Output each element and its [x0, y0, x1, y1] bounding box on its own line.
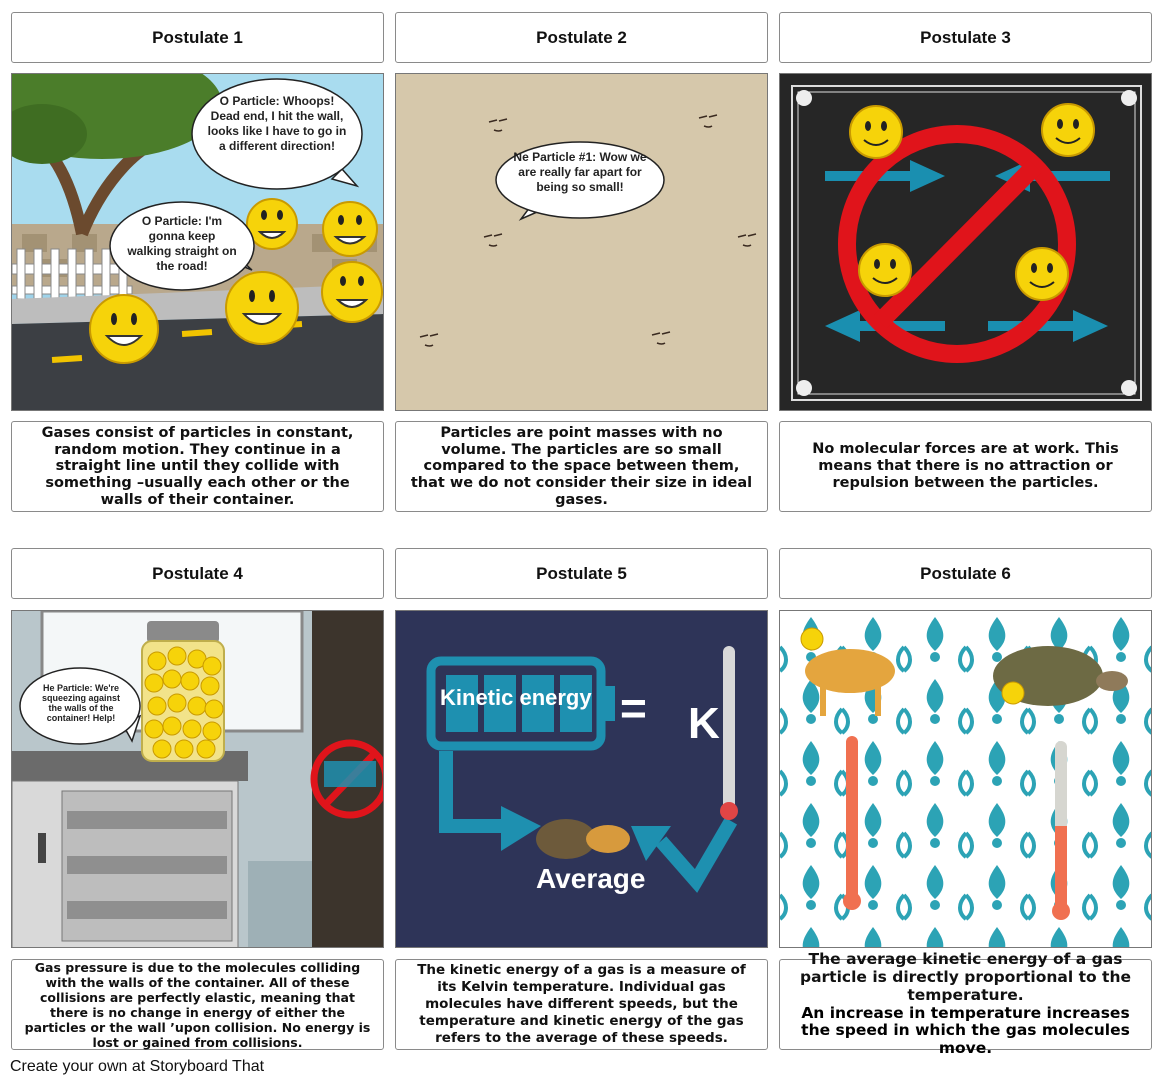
panel2-title: Postulate 2: [395, 12, 768, 63]
panel4-title: Postulate 4: [11, 548, 384, 599]
panel1-bubble1: O Particle: Whoops! Dead end, I hit the …: [207, 94, 347, 153]
equals-label: =: [620, 682, 647, 734]
panel4-scene: He Particle: We're squeezing against the…: [11, 610, 384, 948]
panel5-caption: The kinetic energy of a gas is a measure…: [395, 959, 768, 1050]
street-scene-illustration: [12, 74, 383, 410]
panel2-caption-text: Particles are point masses with no volum…: [410, 424, 753, 508]
panel1-bubble2: O Particle: I'm gonna keep walking strai…: [127, 214, 237, 273]
panel4-bubble1: He Particle: We're squeezing against the…: [41, 683, 121, 723]
no-forces-illustration: [791, 85, 1142, 401]
panel3-title: Postulate 3: [779, 12, 1152, 63]
panel3-caption: No molecular forces are at work. This me…: [779, 421, 1152, 512]
panel2-caption: Particles are point masses with no volum…: [395, 421, 768, 512]
panel3-caption-text: No molecular forces are at work. This me…: [812, 441, 1119, 491]
panel6-scene: [779, 610, 1152, 948]
kinetic-energy-illustration: [426, 646, 738, 893]
panel6-title-text: Postulate 6: [920, 563, 1011, 583]
panel1-caption: Gases consist of particles in constant, …: [11, 421, 384, 512]
smiley-group: [89, 198, 383, 364]
jar-illustration: [12, 611, 383, 947]
particle-faces-illustration: [419, 114, 757, 347]
panel5-title-text: Postulate 5: [536, 563, 627, 583]
panel5-title: Postulate 5: [395, 548, 768, 599]
average-label: Average: [536, 863, 646, 894]
temperature-speed-illustration: [780, 611, 1151, 947]
panel5-scene: Kinetic energy = K Average: [395, 610, 768, 948]
panel1-caption-text: Gases consist of particles in constant, …: [41, 424, 354, 508]
panel6-caption-emphasis: An increase in temperature increases the…: [801, 1003, 1130, 1058]
panel4-title-text: Postulate 4: [152, 563, 243, 583]
panel2-scene: Ne Particle #1: Wow we are really far ap…: [395, 73, 768, 411]
panel1-scene: O Particle: Whoops! Dead end, I hit the …: [11, 73, 384, 411]
leopard: [805, 649, 895, 716]
panel3-scene: [779, 73, 1152, 411]
panel2-bubble1: Ne Particle #1: Wow we are really far ap…: [513, 150, 647, 194]
panel4-caption: Gas pressure is due to the molecules col…: [11, 959, 384, 1050]
panel1-title: Postulate 1: [11, 12, 384, 63]
no-symbol: [838, 125, 1076, 363]
panel4-caption-text: Gas pressure is due to the molecules col…: [24, 959, 371, 1050]
panel3-title-text: Postulate 3: [920, 27, 1011, 47]
panel6-caption-text: The average kinetic energy of a gas part…: [799, 950, 1131, 1004]
panel6-title: Postulate 6: [779, 548, 1152, 599]
kinetic-energy-label: Kinetic energy: [440, 685, 592, 710]
turtle-leopard: [536, 819, 630, 859]
panel5-caption-text: The kinetic energy of a gas is a measure…: [417, 962, 746, 1046]
storyboard-footer[interactable]: Create your own at Storyboard That: [10, 1058, 265, 1075]
panel2-title-text: Postulate 2: [536, 27, 627, 47]
panel1-title-text: Postulate 1: [152, 27, 243, 47]
panel6-caption: The average kinetic energy of a gas part…: [779, 950, 1152, 1057]
kelvin-label: K: [688, 699, 720, 748]
